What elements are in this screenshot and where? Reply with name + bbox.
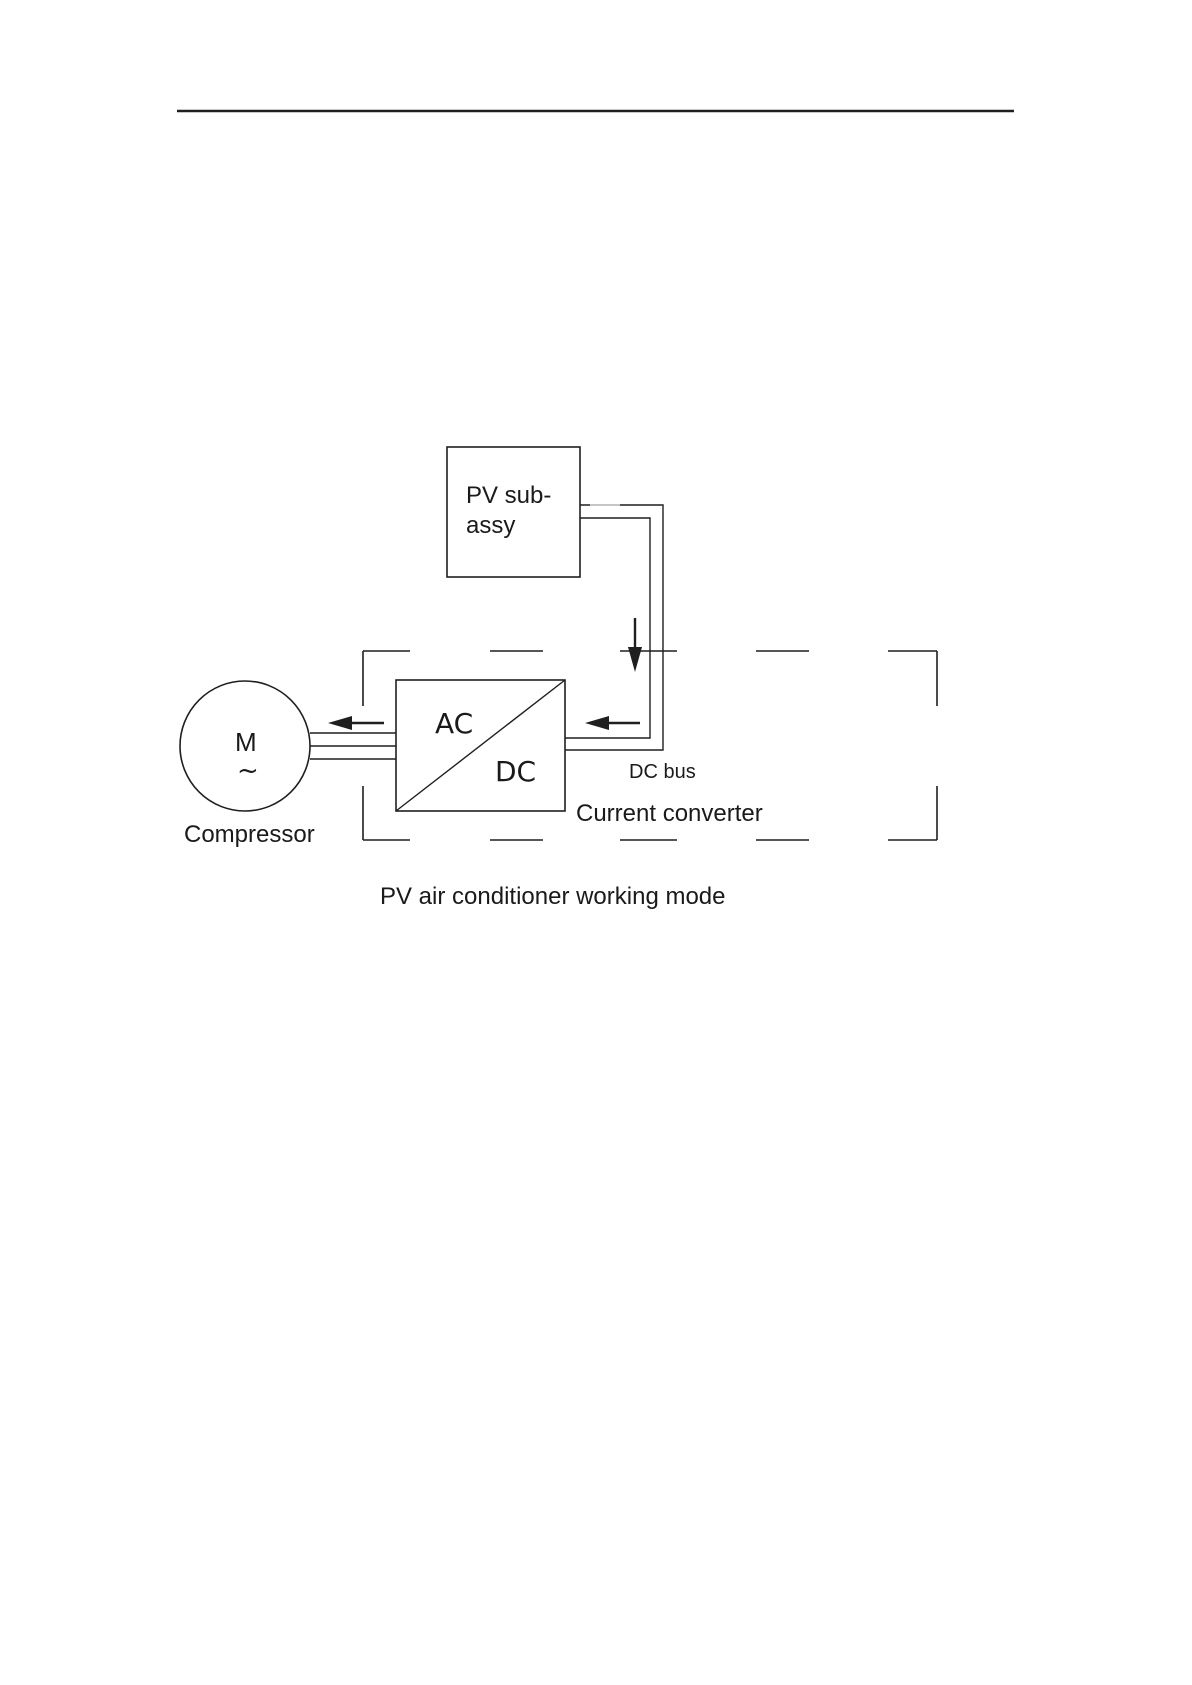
- arrow-down-icon: [628, 618, 642, 672]
- motor-symbol: M: [235, 729, 257, 755]
- dc-bus-wire-inner: [565, 518, 650, 738]
- converter-dc-label: DC: [495, 758, 536, 786]
- figure-caption: PV air conditioner working mode: [380, 885, 726, 909]
- dc-bus-label: DC bus: [629, 762, 696, 782]
- motor-tilde: ~: [237, 758, 259, 784]
- three-phase-wires: [310, 733, 396, 759]
- arrow-left-icon: [328, 716, 384, 730]
- converter-ac-label: AC: [435, 710, 473, 738]
- pv-label-line2: assy: [466, 514, 515, 538]
- pv-label-line1: PV sub-: [466, 484, 551, 508]
- compressor-label: Compressor: [184, 823, 315, 847]
- converter-label: Current converter: [576, 802, 763, 826]
- arrow-left-icon: [585, 716, 640, 730]
